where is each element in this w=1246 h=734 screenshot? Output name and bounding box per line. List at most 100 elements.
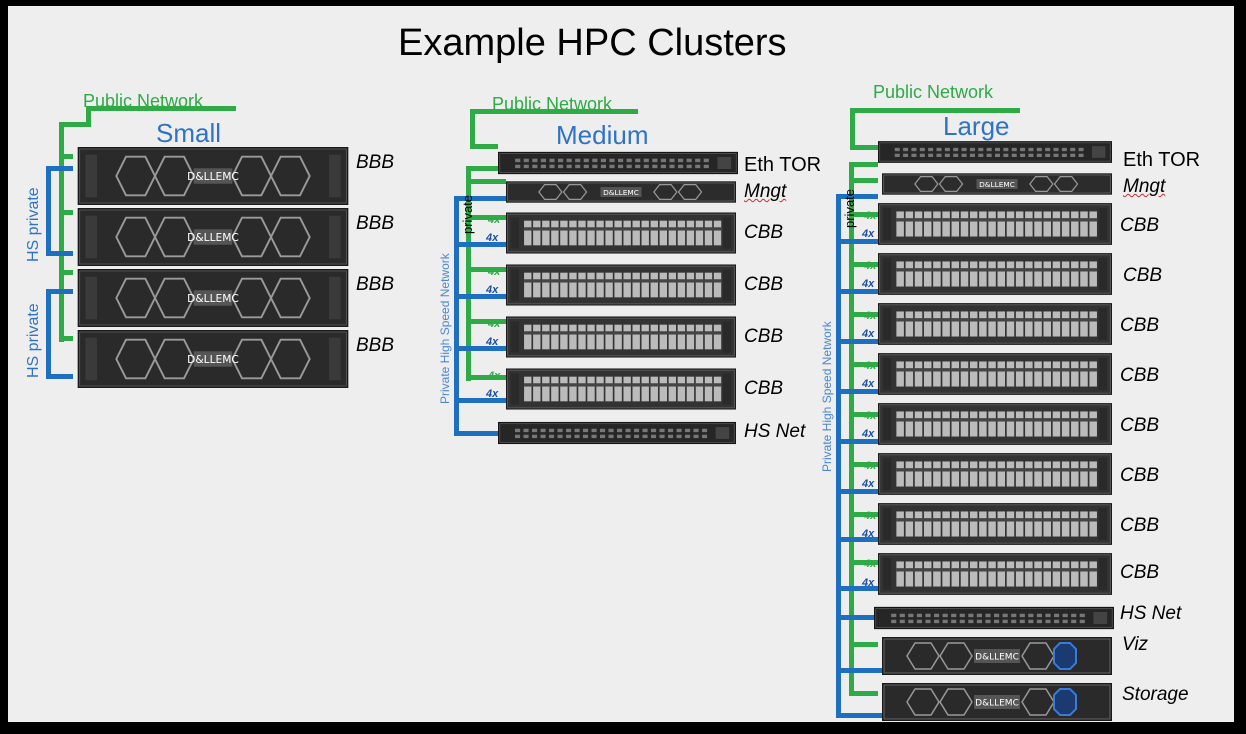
large-hs-network-link: [836, 489, 878, 494]
large-cbb-server: [878, 402, 1112, 446]
large-hs-network-link: [836, 339, 878, 344]
large-hs-net-label: HS Net: [1120, 603, 1182, 624]
large-link-multiplier: 4x: [862, 278, 875, 290]
small-node-label: BBB: [356, 213, 395, 234]
medium-hs-network-link: [454, 242, 506, 247]
medium-cbb-label: CBB: [744, 274, 784, 295]
medium-mngt-label: Mngt: [744, 181, 787, 202]
large-viz-server: [882, 635, 1112, 677]
medium-hs-network-link: [454, 431, 498, 436]
small-public-network-link: [86, 106, 236, 111]
medium-hs-network-link: [454, 346, 506, 351]
large-public-network-link: [849, 162, 878, 167]
large-public-network-link: [849, 412, 878, 417]
small-public-network-link: [86, 106, 91, 127]
medium-cbb-label: CBB: [744, 326, 784, 347]
large-cbb-label: CBB: [1120, 515, 1160, 536]
large-link-multiplier: 4x: [864, 558, 877, 570]
small-hs-private-label: HS private: [25, 303, 42, 378]
large-hs-net-switch: [874, 606, 1114, 630]
large-hs-network-link: [836, 194, 878, 199]
small-public-network-link: [59, 210, 73, 215]
large-link-multiplier: 4x: [864, 510, 877, 522]
large-public-network-link: [850, 108, 1020, 113]
large-link-multiplier: 4x: [864, 310, 877, 322]
large-link-multiplier: 4x: [862, 577, 875, 589]
large-hs-network-link: [836, 668, 884, 673]
large-link-multiplier: 4x: [864, 260, 877, 272]
medium-mngt-server: [506, 180, 736, 204]
medium-private-hs-network-label: Private High Speed Network: [438, 253, 452, 404]
medium-link-multiplier: 4x: [488, 370, 501, 382]
large-cbb-server: [878, 202, 1112, 246]
large-hs-network-link: [836, 289, 878, 294]
small-public-network-link: [59, 270, 73, 275]
small-hs-private-link: [46, 166, 73, 171]
large-public-network-link: [849, 178, 878, 183]
medium-hs-network-link: [454, 196, 506, 201]
small-bbb-server: [76, 330, 350, 388]
small-hs-private-link: [46, 374, 73, 379]
medium-public-network-link: [466, 375, 506, 380]
medium-link-multiplier: 4x: [486, 388, 499, 400]
large-hs-network-trunk: [836, 194, 841, 718]
large-link-multiplier: 4x: [864, 460, 877, 472]
large-public-network-link: [850, 145, 878, 150]
large-public-network-link: [849, 691, 878, 696]
large-viz-label: Viz: [1122, 634, 1149, 655]
diagram-title: Example HPC Clusters: [398, 22, 787, 64]
large-public-network-label: Public Network: [873, 82, 994, 102]
medium-hs-network-link: [454, 294, 506, 299]
small-public-network-trunk: [59, 122, 64, 342]
small-node-label: BBB: [356, 335, 395, 356]
small-hs-private-link: [46, 289, 73, 294]
medium-link-multiplier: 4x: [486, 232, 499, 244]
large-cbb-label: CBB: [1120, 415, 1160, 436]
medium-cbb-server: [506, 367, 736, 411]
large-link-multiplier: 4x: [862, 478, 875, 490]
small-node-label: BBB: [356, 274, 395, 295]
medium-hs-network-link: [454, 398, 506, 403]
large-eth-tor-switch: [878, 140, 1112, 164]
small-public-network-link: [59, 154, 73, 159]
large-hs-network-link: [836, 537, 878, 542]
large-link-multiplier: 4x: [862, 428, 875, 440]
medium-eth-tor-switch: [498, 151, 738, 175]
large-cbb-server: [878, 452, 1112, 496]
medium-hs-net-switch: [498, 421, 736, 445]
large-cbb-server: [878, 502, 1112, 546]
medium-public-network-label: Public Network: [492, 94, 613, 114]
large-link-multiplier: 4x: [864, 210, 877, 222]
small-node-label: BBB: [356, 152, 395, 173]
large-public-network-link: [849, 312, 878, 317]
medium-public-network-trunk: [466, 166, 471, 381]
large-eth-tor-label: Eth TOR: [1123, 149, 1201, 171]
large-public-network-trunk: [849, 162, 854, 696]
medium-public-network-link: [466, 267, 506, 272]
large-private-label: private: [842, 188, 857, 228]
small-public-network-link: [59, 122, 89, 127]
large-hs-network-link: [836, 586, 878, 591]
large-cbb-server: [878, 252, 1112, 296]
large-storage-label: Storage: [1122, 684, 1189, 705]
small-hs-private-link: [46, 251, 73, 256]
large-private-hs-network-label: Private High Speed Network: [820, 321, 834, 472]
large-hs-network-link: [836, 615, 878, 620]
small-hs-private-label: HS private: [25, 187, 42, 262]
large-cbb-label: CBB: [1120, 465, 1160, 486]
medium-cbb-label: CBB: [744, 378, 784, 399]
medium-cbb-server: [506, 211, 736, 255]
large-link-multiplier: 4x: [862, 328, 875, 340]
large-mngt-label: Mngt: [1123, 176, 1166, 197]
large-link-multiplier: 4x: [864, 410, 877, 422]
medium-link-multiplier: 4x: [486, 284, 499, 296]
large-hs-network-link: [836, 439, 878, 444]
large-size-label: Large: [943, 111, 1010, 141]
medium-eth-tor-label: Eth TOR: [744, 154, 822, 176]
large-hs-network-link: [836, 239, 878, 244]
small-hs-private-link: [46, 289, 51, 379]
large-link-multiplier: 4x: [862, 228, 875, 240]
large-public-network-link: [849, 362, 878, 367]
large-mngt-server: [882, 172, 1112, 196]
large-public-network-link: [849, 560, 878, 565]
